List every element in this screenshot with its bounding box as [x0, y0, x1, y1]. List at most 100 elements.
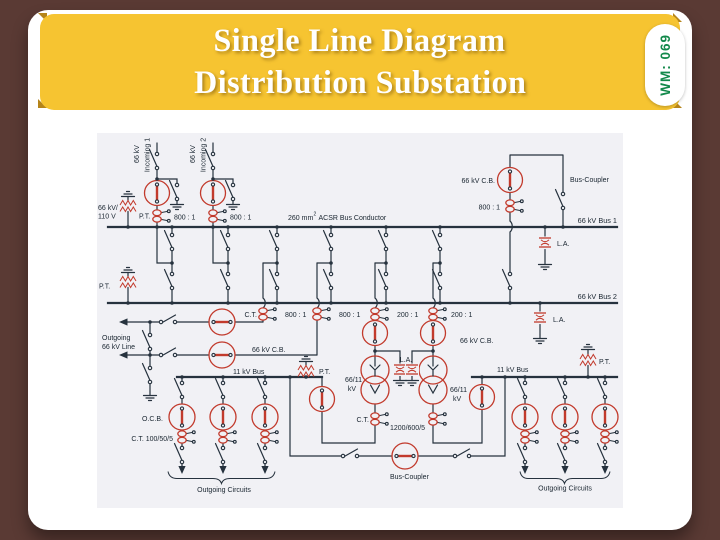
band-fold-corner: [38, 13, 47, 22]
circuit-breaker-11kv: [308, 385, 336, 413]
label-outgoing-circuits-left: Outgoing Circuits: [197, 487, 251, 494]
isolator-switch: [322, 268, 337, 291]
brace-outgoing-left: [167, 471, 276, 486]
watermark-badge: WM: 069: [645, 24, 685, 106]
circuit-breaker-66kv: [208, 308, 236, 336]
isolator-switch: [556, 442, 571, 465]
current-transformer: [258, 430, 279, 444]
ground-icon: [120, 266, 136, 276]
isolator-switch: [163, 268, 178, 291]
current-transformer: [368, 412, 389, 426]
bus-coupler-breaker: [391, 442, 419, 470]
isolator-switch: [173, 442, 188, 465]
label-ocb: O.C.B.: [142, 416, 163, 423]
lightning-arrester: [404, 362, 420, 377]
label-pt: P.T.: [99, 284, 110, 291]
oil-circuit-breaker: [251, 403, 279, 431]
earth-switch: [224, 179, 239, 202]
oil-circuit-breaker: [551, 403, 579, 431]
label-pt: P.T.: [319, 369, 330, 376]
circuit-breaker-66kv: [199, 179, 227, 207]
circuit-breaker-66kv: [496, 166, 524, 194]
junctions: [119, 177, 611, 486]
label-11kv-bus-right: 11 kV Bus: [497, 367, 529, 374]
label-incoming1: Incoming 1: [145, 138, 152, 172]
isolator-switch: [377, 229, 392, 252]
label-la: L.A.: [553, 317, 566, 324]
label-ct-800: 800 : 1: [479, 205, 501, 212]
label-ct: C.T.: [357, 417, 370, 424]
label-incoming2-kv: 66 kV: [190, 145, 197, 163]
devices: [119, 148, 619, 470]
isolator-switch: [516, 442, 531, 465]
label-cb66: 66 kV C.B.: [252, 347, 286, 354]
isolator-switch: [452, 448, 472, 462]
isolator-switch: [554, 188, 569, 211]
label-tx1-ratio: 66/11: [345, 377, 362, 384]
isolator-switch: [268, 268, 283, 291]
isolator-switch: [256, 377, 271, 400]
ground-icon: [537, 260, 553, 271]
label-incoming1-kv: 66 kV: [134, 145, 141, 163]
label-pt: P.T.: [139, 214, 150, 221]
current-transformer: [426, 307, 447, 321]
feeder-arrow: [601, 466, 609, 474]
lightning-arrester: [537, 235, 553, 250]
current-transformer: [503, 199, 524, 213]
isolator-switch: [431, 229, 446, 252]
isolator-switch: [141, 329, 156, 352]
isolator-switch: [214, 442, 229, 465]
label-pt-secondary: 110 V: [98, 214, 116, 221]
feeder-arrow: [261, 466, 269, 474]
label-ct-800: 800 : 1: [174, 215, 196, 222]
label-incoming2: Incoming 2: [201, 138, 208, 172]
oil-circuit-breaker: [168, 403, 196, 431]
current-transformer: [426, 412, 447, 426]
label-bus2: 66 kV Bus 2: [578, 292, 617, 301]
label-ct-200: 200 : 1: [451, 312, 473, 319]
feeder-arrow: [219, 466, 227, 474]
label-ct-800: 800 : 1: [285, 312, 307, 319]
current-transformer: [310, 307, 331, 321]
isolator-switch: [158, 314, 178, 328]
earth-switch: [141, 362, 156, 385]
watermark-badge-text: WM: 069: [657, 34, 673, 96]
label-la: L.A.: [557, 241, 570, 248]
current-transformer: [518, 430, 539, 444]
isolator-switch: [596, 377, 611, 400]
isolator-switch: [322, 229, 337, 252]
isolator-switch: [173, 377, 188, 400]
outgoing-line-arrow: [119, 318, 128, 326]
label-ct: C.T.: [245, 312, 258, 319]
current-transformer: [150, 209, 171, 223]
current-transformer: [206, 209, 227, 223]
isolator-switch: [214, 377, 229, 400]
isolator-switch: [268, 229, 283, 252]
title-band: Single Line Diagram Distribution Substat…: [40, 14, 680, 110]
isolator-switch: [501, 268, 516, 291]
circuit-breaker-66kv: [208, 341, 236, 369]
isolator-switch: [596, 442, 611, 465]
feeder-arrow: [561, 466, 569, 474]
label-11kv-bus-left: 11 kV Bus: [233, 369, 265, 376]
isolator-switch: [377, 268, 392, 291]
circuit-breaker-11kv: [468, 383, 496, 411]
ground-icon: [225, 200, 241, 211]
diagram-panel: 66 kV Incoming 1 66 kV Incoming 2 66 kV/…: [97, 133, 623, 508]
label-ct-200: 200 : 1: [397, 312, 419, 319]
single-line-diagram: 66 kV Incoming 1 66 kV Incoming 2 66 kV/…: [98, 138, 619, 494]
label-bus1: 66 kV Bus 1: [578, 216, 617, 225]
label-tx2-ratio: 66/11: [450, 387, 467, 394]
ground-icon: [404, 376, 420, 387]
current-transformer: [216, 430, 237, 444]
label-cb66: 66 kV C.B.: [460, 338, 494, 345]
label-bus-coupler-bottom: Bus-Coupler: [390, 474, 430, 481]
potential-transformer: [579, 354, 597, 366]
isolator-switch: [163, 229, 178, 252]
earth-switch: [168, 179, 183, 202]
page-title-line2: Distribution Substation: [193, 65, 527, 101]
label-outgoing-circuits-right: Outgoing Circuits: [538, 486, 592, 493]
isolator-switch: [516, 377, 531, 400]
oil-circuit-breaker: [209, 403, 237, 431]
isolator-switch: [556, 377, 571, 400]
